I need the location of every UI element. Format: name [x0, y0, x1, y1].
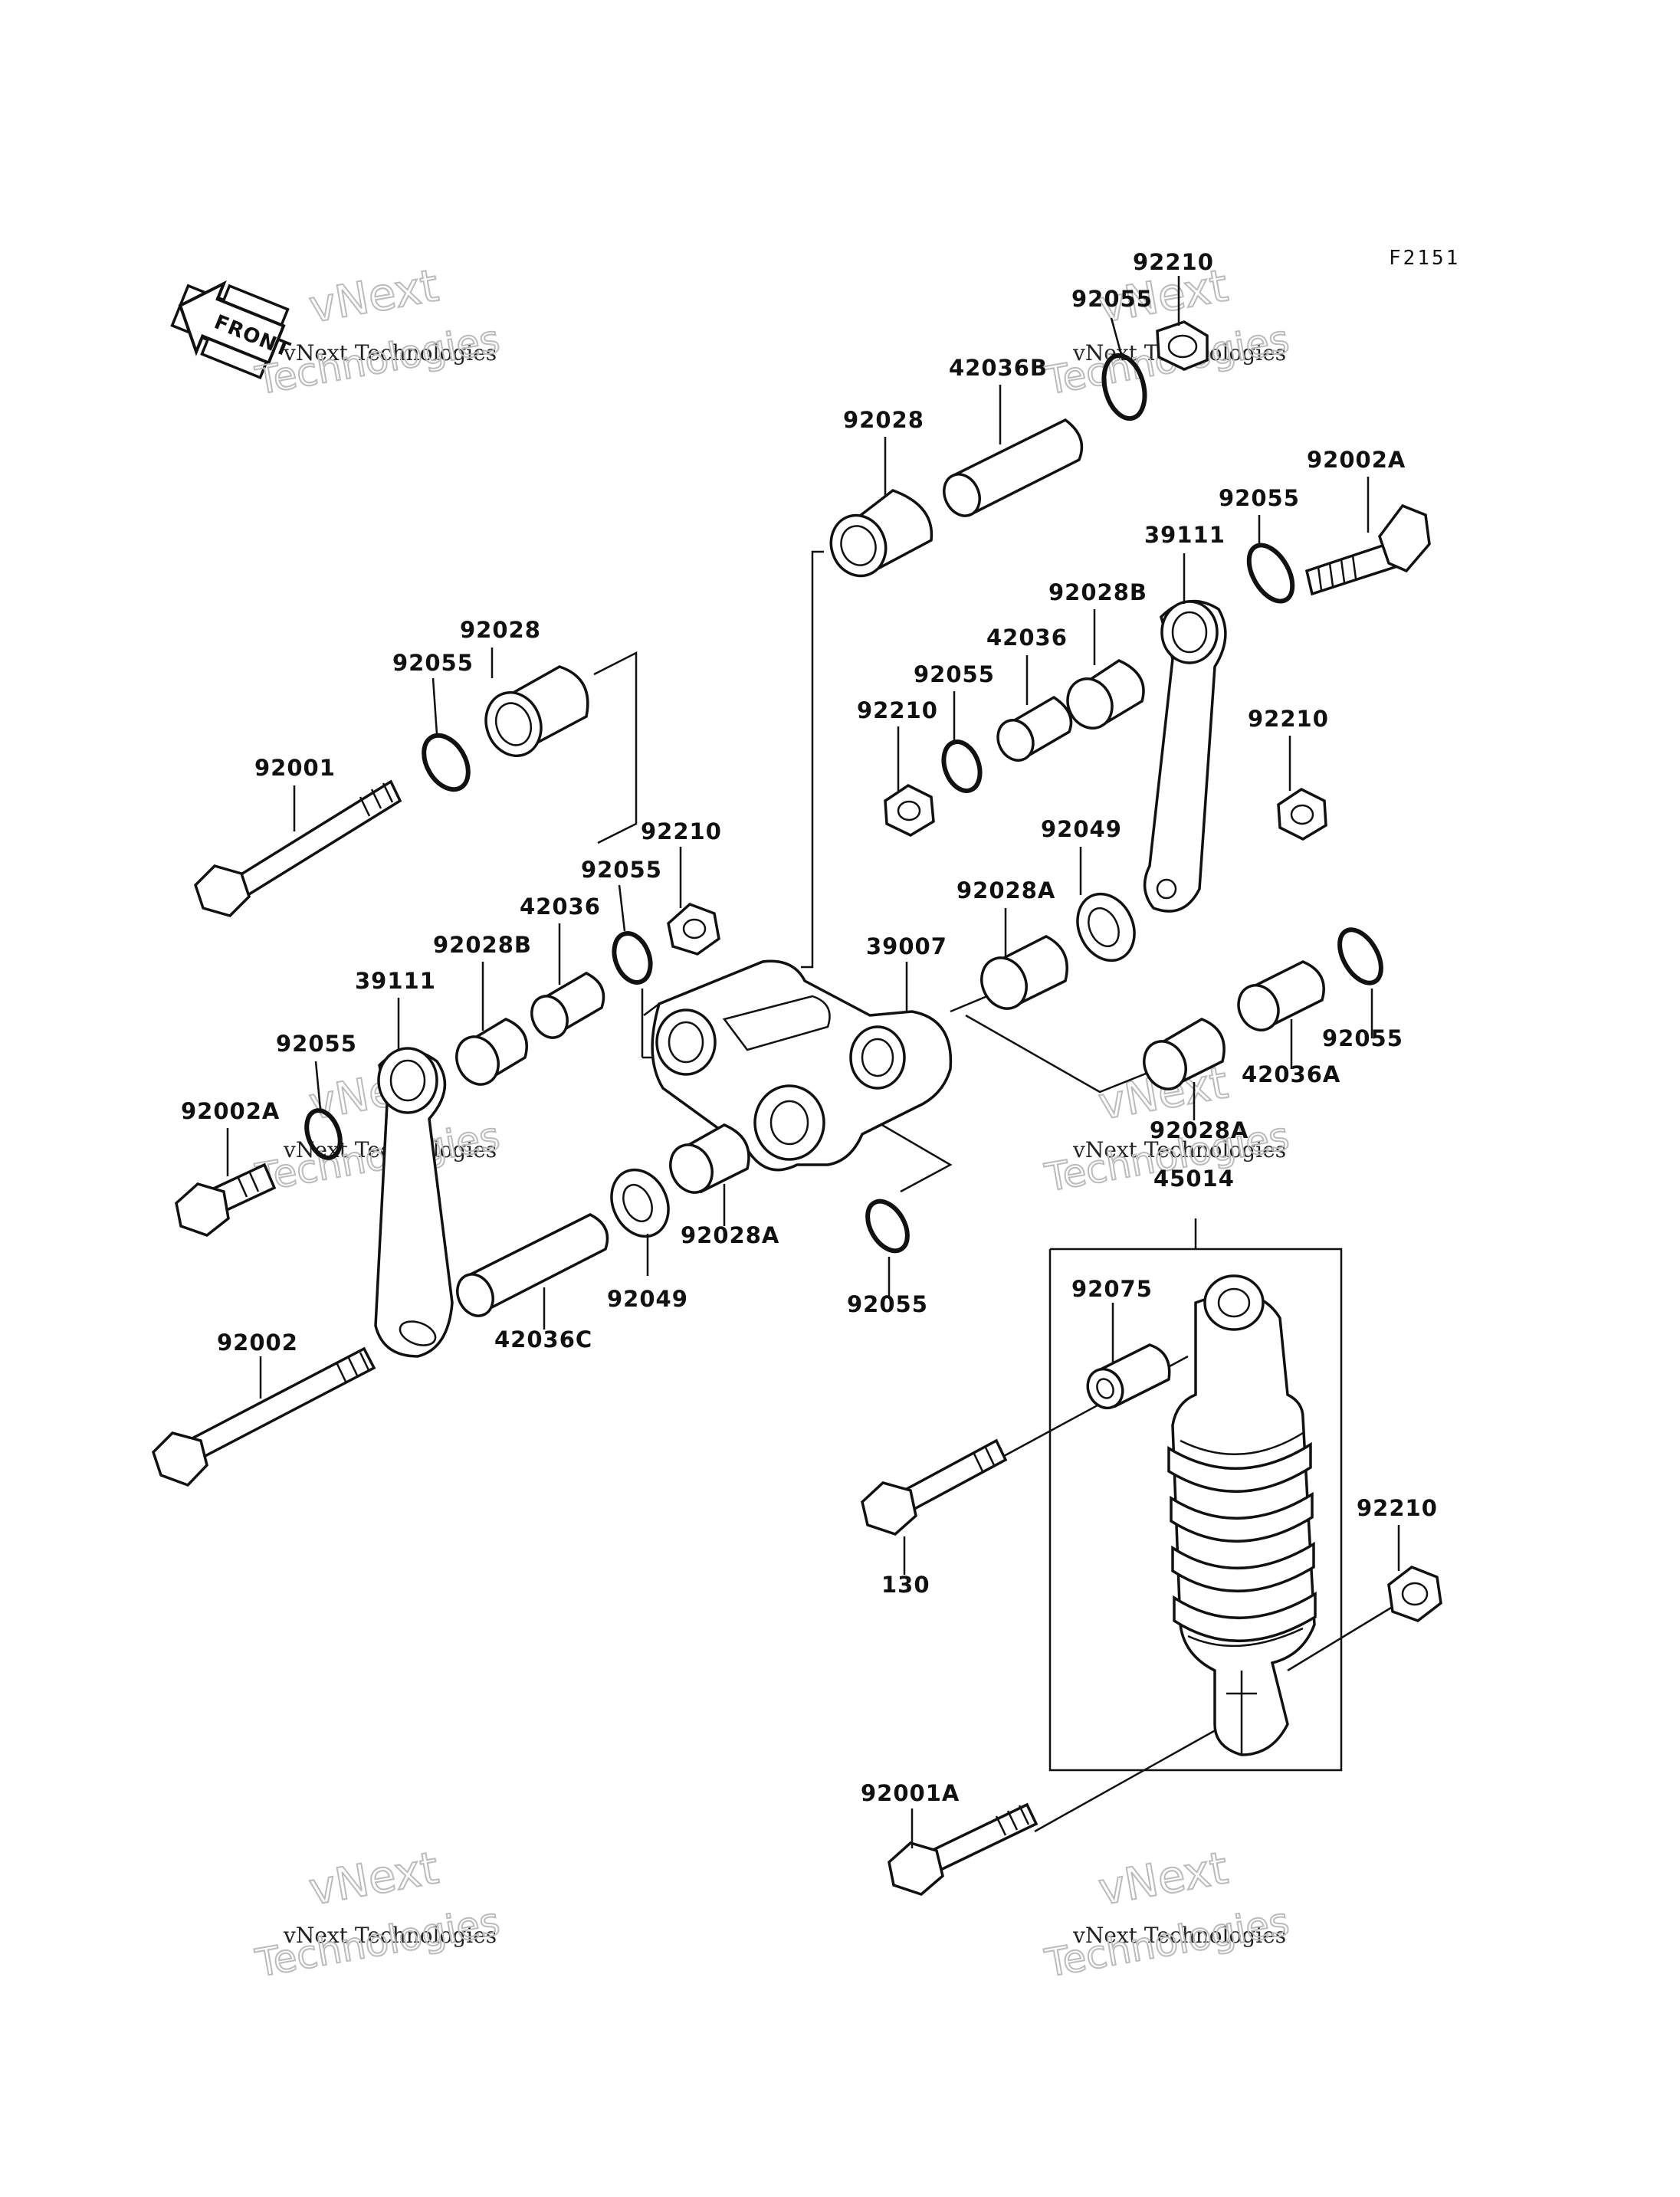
label-39111: 39111	[1144, 522, 1226, 548]
collar-42036C	[456, 1213, 609, 1317]
label-39111: 39111	[355, 968, 436, 994]
label-92055: 92055	[581, 857, 662, 883]
o-ring-92055-left	[422, 733, 471, 792]
label-92001: 92001	[254, 755, 336, 781]
label-92002A: 92002A	[181, 1098, 280, 1124]
o-ring-92055-bottom	[865, 1199, 910, 1254]
svg-text:Technologies: Technologies	[252, 1899, 503, 1985]
bolt-92002A-left	[175, 1162, 277, 1237]
bush-92028A-lower	[669, 1123, 750, 1194]
label-92049: 92049	[1041, 816, 1122, 842]
label-92055: 92055	[1219, 485, 1300, 511]
label-42036A: 42036A	[1242, 1061, 1340, 1087]
label-42036: 42036	[986, 625, 1068, 651]
svg-text:vNext: vNext	[1094, 1841, 1232, 1915]
o-ring-92055-center	[612, 931, 653, 985]
label-92028A: 92028A	[681, 1222, 779, 1248]
link-rod-39111-right	[1143, 599, 1227, 913]
label-92055: 92055	[276, 1031, 357, 1057]
bolt-92001	[193, 779, 402, 917]
bolt-92001A	[888, 1802, 1039, 1896]
shock-absorber-45014	[1167, 1274, 1317, 1756]
label-92055: 92055	[914, 661, 995, 687]
nut-92210-bottom-right	[1387, 1566, 1442, 1622]
label-92002: 92002	[217, 1330, 298, 1356]
label-42036C: 42036C	[494, 1326, 592, 1353]
label-92028B: 92028B	[1048, 579, 1147, 605]
svg-text:Technologies: Technologies	[252, 316, 503, 403]
o-ring-92055-far-left	[304, 1108, 343, 1160]
bolt-92002	[151, 1346, 376, 1487]
o-ring-92055-right	[1246, 543, 1295, 604]
label-92049: 92049	[607, 1286, 688, 1312]
label-92055: 92055	[1071, 286, 1153, 312]
o-ring-92055-center-right	[941, 739, 983, 793]
bolt-130	[861, 1438, 1008, 1536]
label-92028: 92028	[843, 407, 924, 433]
figure-code: F2151	[1389, 247, 1460, 270]
collar-92075	[1086, 1343, 1171, 1410]
label-92055: 92055	[847, 1291, 928, 1317]
link-rod-39111-left	[374, 1047, 454, 1358]
nut-92210-top	[1156, 320, 1209, 371]
svg-text:vNext: vNext	[305, 1841, 442, 1915]
collar-42036-center	[530, 972, 605, 1039]
nut-92210-center-right	[884, 783, 935, 837]
label-92028: 92028	[460, 617, 541, 643]
svg-text:Technologies: Technologies	[1042, 1899, 1292, 1985]
bush-92028B-center	[455, 1018, 528, 1086]
label-92210: 92210	[857, 697, 938, 723]
label-45014: 45014	[1153, 1166, 1235, 1192]
nut-92210-center	[667, 902, 720, 956]
bush-92028B-right	[1066, 659, 1145, 730]
label-42036: 42036	[520, 894, 601, 920]
svg-text:vNext: vNext	[305, 259, 442, 333]
label-92028A: 92028A	[1150, 1117, 1249, 1143]
label-92210: 92210	[1133, 249, 1214, 275]
front-arrow-icon: FRONT	[170, 280, 294, 380]
collar-42036-right	[996, 695, 1073, 762]
label-130: 130	[881, 1572, 930, 1598]
bush-92028-top	[829, 489, 934, 578]
nut-92210-far-right	[1277, 787, 1327, 841]
washer-92049-right	[1076, 892, 1136, 962]
part-labels: 92210 92055 42036B 92028 92002A 92055 39…	[181, 249, 1438, 1806]
svg-text:vNext Technologies: vNext Technologies	[283, 1923, 497, 1948]
label-92055: 92055	[1322, 1025, 1403, 1051]
bush-92028A-right	[1143, 1018, 1226, 1090]
label-92055: 92055	[392, 650, 474, 676]
label-92210: 92210	[641, 818, 722, 844]
svg-text:vNext Technologies: vNext Technologies	[283, 340, 497, 366]
label-42036B: 42036B	[949, 355, 1048, 381]
label-92028B: 92028B	[433, 932, 532, 958]
rocker-arm-39007	[651, 959, 953, 1172]
svg-text:vNext Technologies: vNext Technologies	[1072, 1137, 1286, 1162]
o-ring-92055-top	[1101, 353, 1147, 421]
label-39007: 39007	[866, 933, 947, 959]
leader-lines	[226, 276, 1400, 1848]
label-92002A: 92002A	[1307, 447, 1406, 473]
bush-92028A-upper	[980, 935, 1068, 1010]
collar-42036B	[943, 418, 1084, 517]
watermark: vNext vNext Technologies Technologies	[251, 1841, 504, 1986]
washer-92049-left	[610, 1168, 670, 1238]
label-92028A: 92028A	[956, 877, 1055, 903]
label-92210: 92210	[1357, 1495, 1438, 1521]
bolt-92002A-right	[1304, 503, 1431, 596]
svg-text:Technologies: Technologies	[252, 1113, 503, 1200]
svg-text:vNext Technologies: vNext Technologies	[1072, 1923, 1286, 1948]
label-92075: 92075	[1071, 1276, 1153, 1302]
o-ring-92055-far-right	[1337, 927, 1383, 985]
bush-92028-left	[484, 665, 589, 757]
label-92001A: 92001A	[861, 1780, 960, 1806]
label-92210: 92210	[1248, 706, 1329, 732]
collar-42036A	[1237, 960, 1325, 1031]
watermark: vNext vNext Technologies Technologies	[1041, 1841, 1293, 1986]
